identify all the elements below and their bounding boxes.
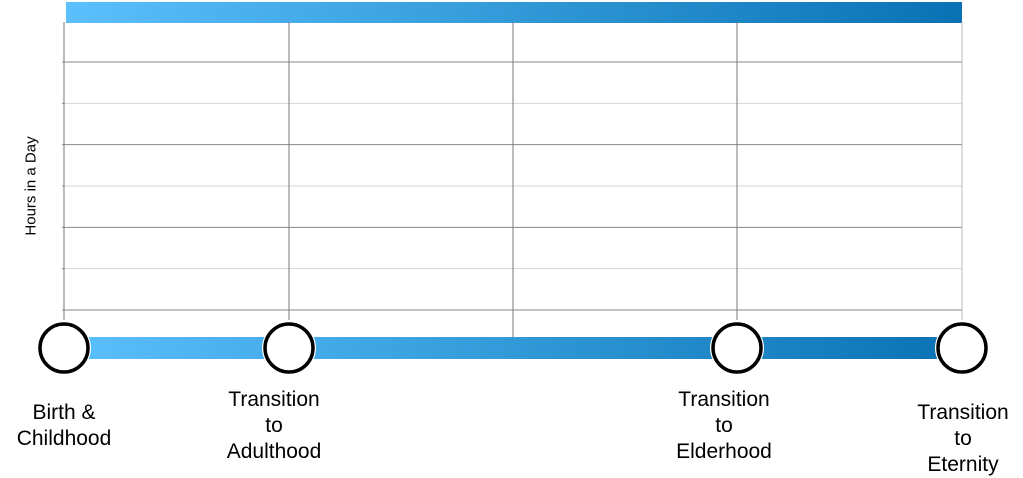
milestone-label-adulthood: Transition to Adulthood: [226, 388, 322, 463]
milestone-label-elderhood: Transition to Elderhood: [676, 388, 772, 463]
top-gradient-bar: [66, 2, 962, 23]
milestone-circle: [936, 322, 988, 374]
milestone-circle: [263, 322, 315, 374]
milestone-circle: [711, 322, 763, 374]
milestone-label-birth: Birth & Childhood: [16, 401, 112, 450]
life-stages-chart: [37, 2, 989, 375]
milestone-circle: [38, 322, 90, 374]
y-axis-label: Hours in a Day: [22, 136, 40, 236]
timeline-bar: [64, 337, 962, 359]
milestone-label-eternity: Transition to Eternity: [917, 401, 1009, 476]
